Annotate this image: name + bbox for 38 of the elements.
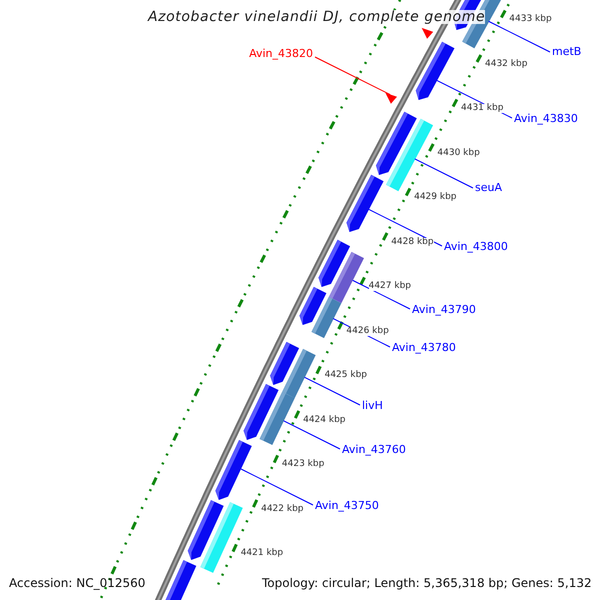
gene-label: Avin_43820 (249, 48, 313, 59)
gene-block (346, 174, 384, 232)
gene-block (416, 42, 454, 100)
gene-block (215, 440, 252, 500)
gene-bar (260, 392, 295, 445)
gene-label: metB (552, 46, 582, 57)
gene-label: livH (362, 400, 383, 411)
gene-bar (328, 252, 364, 304)
gene-label: Avin_43790 (412, 304, 476, 315)
gene-label: seuA (475, 182, 502, 193)
leader-line (240, 468, 314, 506)
feature-marker (385, 92, 397, 104)
gene-bar (282, 348, 316, 398)
gene-label: Avin_43830 (514, 113, 578, 124)
scale-label: 4422 kbp (261, 504, 304, 514)
gene-bar (386, 118, 434, 192)
gene-block (163, 560, 196, 600)
diagram-title: Azotobacter vinelandii DJ, complete genome (148, 10, 486, 24)
gene-bar (200, 502, 243, 573)
scale-label: 4423 kbp (282, 460, 324, 469)
scale-label: 4432 kbp (485, 60, 528, 68)
footer-text: Topology: circular; Length: 5,365,318 bp; Genes: 5,132 (262, 577, 592, 589)
gene-bar (312, 296, 342, 338)
gene-label: Avin_43750 (315, 500, 379, 511)
leader-line (352, 280, 410, 310)
scale-label: 4424 kbp (303, 416, 346, 424)
scale-label: 4429 kbp (414, 193, 456, 202)
gene-label: Avin_43780 (392, 342, 456, 353)
gene-label: Avin_43800 (444, 241, 508, 252)
leader-line (304, 376, 360, 406)
scale-label: 4421 kbp (240, 549, 284, 558)
leader-line (314, 56, 391, 96)
leader-line (368, 208, 442, 246)
gene-label: Avin_43760 (342, 444, 406, 455)
leader-line (488, 20, 550, 52)
leader-line (414, 158, 474, 188)
leader-line (283, 420, 340, 450)
feature-marker (422, 28, 434, 39)
